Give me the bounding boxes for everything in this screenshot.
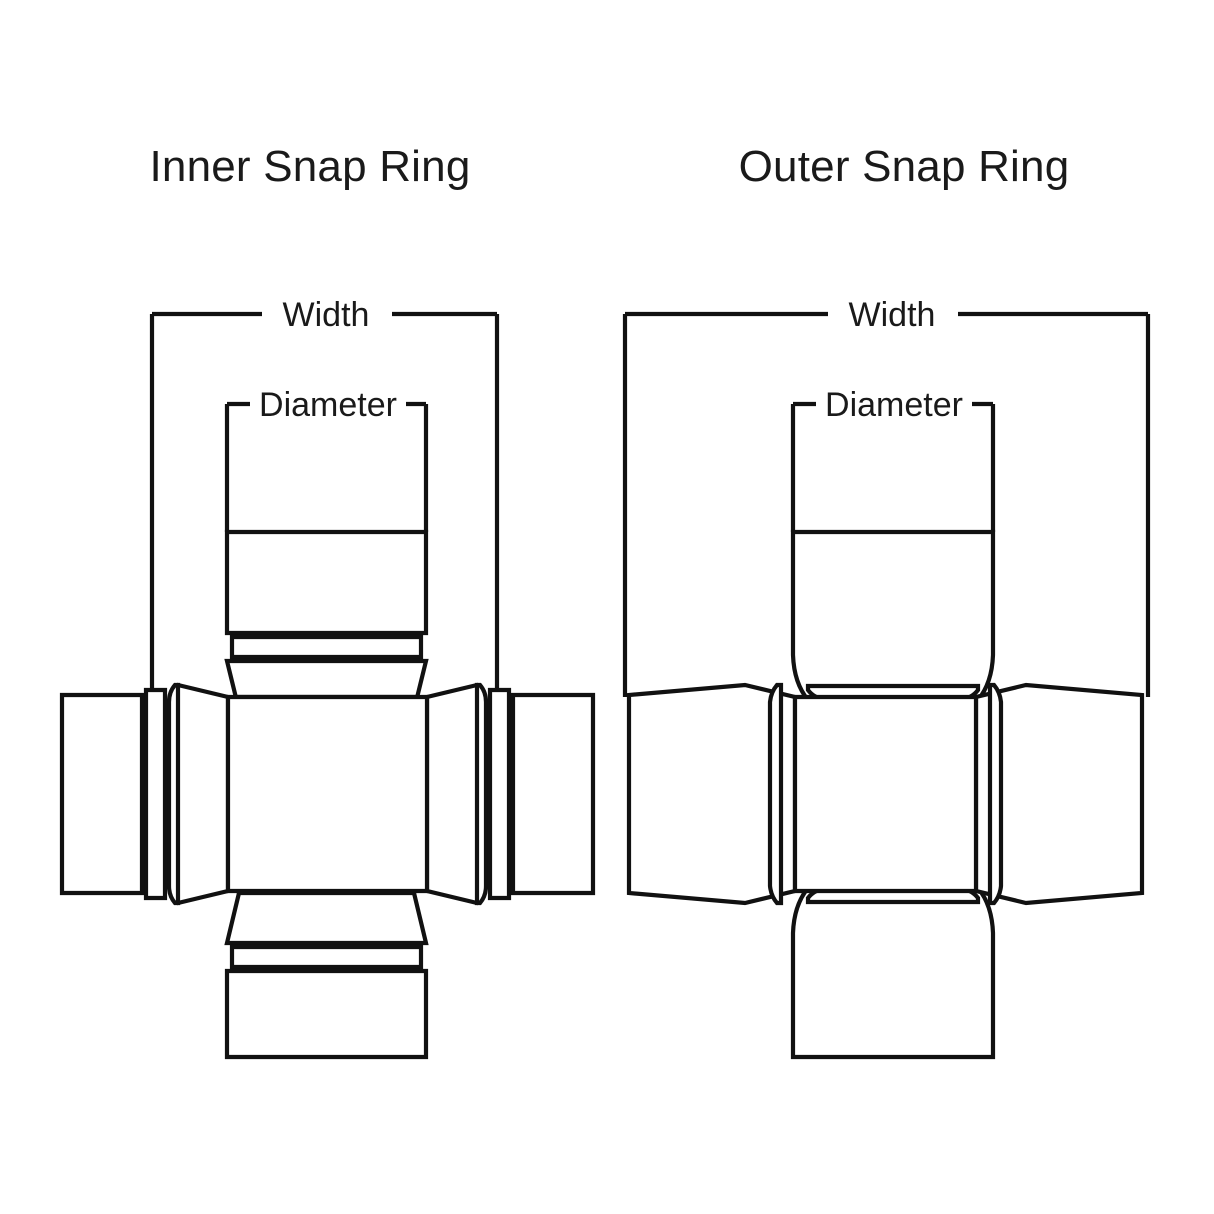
inner-left-snap-ring-band	[143, 687, 168, 901]
inner-left-cap	[59, 692, 145, 896]
outer-left-seat	[767, 682, 784, 906]
outer-right-seat	[987, 682, 1004, 906]
inner-right-collar	[474, 682, 489, 906]
panel-title-outer-snap-ring: Outer Snap Ring	[738, 142, 1070, 191]
outer-top-cap	[790, 529, 996, 703]
diameter-dimension-label-inner: Diameter	[250, 386, 406, 424]
panel-title-inner-snap-ring: Inner Snap Ring	[149, 142, 471, 191]
width-dimension-bracket-left	[149, 311, 500, 697]
inner-center-body	[225, 694, 430, 894]
diameter-dimension-label-outer: Diameter	[816, 386, 972, 424]
inner-left-collar	[166, 682, 181, 906]
inner-snap-ring-group	[59, 311, 596, 1060]
inner-right-cap	[510, 692, 596, 896]
outer-right-cap	[973, 682, 1145, 906]
width-dimension-bracket-right	[622, 311, 1151, 697]
width-dimension-label-inner: Width	[262, 296, 390, 334]
inner-top-snap-ring-band	[229, 634, 424, 660]
outer-snap-ring-group	[622, 311, 1151, 1060]
inner-top-cap	[224, 529, 429, 636]
outer-bottom-cap	[790, 885, 996, 1060]
inner-bottom-cap	[224, 968, 429, 1060]
outer-left-cap	[626, 682, 798, 906]
diameter-dimension-bracket-right	[790, 401, 996, 532]
diameter-dimension-bracket-left	[224, 401, 429, 532]
inner-bottom-snap-ring-band	[229, 944, 424, 970]
outer-center-body	[792, 694, 979, 894]
inner-right-snap-ring-band	[487, 687, 512, 901]
width-dimension-label-outer: Width	[828, 296, 956, 334]
